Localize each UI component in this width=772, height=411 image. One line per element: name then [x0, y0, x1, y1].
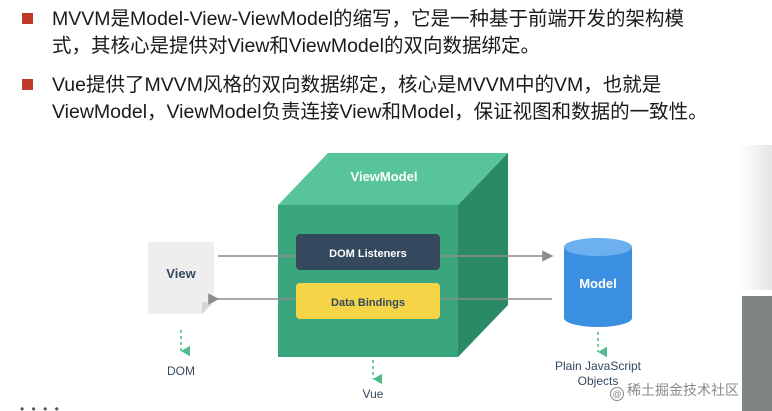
bullet-marker: [22, 13, 33, 24]
plain-js-label-line-2: Objects: [578, 374, 619, 388]
plain-js-label-line-1: Plain JavaScript: [555, 359, 642, 373]
bullet-text-1: MVVM是Model-View-ViewModel的缩写，它是一种基于前端开发的…: [52, 6, 772, 60]
viewmodel-label: ViewModel: [351, 169, 418, 184]
cube-side: [458, 153, 508, 357]
bullet-1-line-2: 式，其核心是提供对View和ViewModel的双向数据绑定。: [52, 35, 540, 57]
vue-label: Vue: [363, 387, 384, 401]
view-page-icon: View: [148, 242, 214, 314]
bullet-marker: [22, 79, 33, 90]
footer-dots: • • • •: [20, 402, 61, 411]
watermark-text: 稀土掘金技术社区: [627, 382, 739, 398]
dom-label: DOM: [167, 364, 195, 378]
view-label: View: [166, 266, 196, 281]
cube-front: [278, 205, 458, 357]
right-edge-panel: [742, 296, 772, 411]
bullet-2-line-1: Vue提供了MVVM风格的双向数据绑定，核心是MVVM中的VM，也就是: [52, 74, 662, 96]
watermark-at-icon: @: [610, 387, 624, 401]
model-database-icon: Model: [564, 238, 632, 327]
cube-top: [278, 153, 508, 205]
model-label: Model: [579, 276, 617, 291]
data-bindings-label: Data Bindings: [331, 297, 405, 309]
watermark: @稀土掘金技术社区: [610, 380, 739, 401]
bullet-2-line-2: ViewModel，ViewModel负责连接View和Model，保证视图和数…: [52, 101, 708, 123]
dom-listeners-box: DOM Listeners: [296, 234, 440, 270]
viewmodel-cube: ViewModel: [278, 153, 508, 357]
bullet-text-2: Vue提供了MVVM风格的双向数据绑定，核心是MVVM中的VM，也就是 View…: [52, 72, 772, 126]
right-edge-shadow: [740, 145, 772, 290]
bullet-1-line-1: MVVM是Model-View-ViewModel的缩写，它是一种基于前端开发的…: [52, 8, 685, 30]
data-bindings-box: Data Bindings: [296, 283, 440, 319]
dom-listeners-label: DOM Listeners: [329, 248, 407, 260]
